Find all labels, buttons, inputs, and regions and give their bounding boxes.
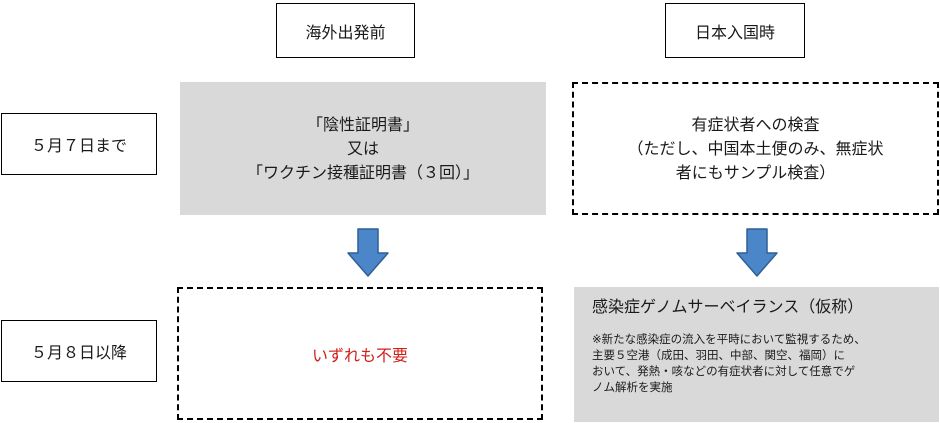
cell-text-line: 「ワクチン接種証明書（３回）」: [246, 162, 479, 182]
genome-surveillance-title: 感染症ゲノムサーベイランス（仮称）: [592, 297, 864, 316]
header-before-departure-label: 海外出発前: [305, 22, 386, 42]
cell-text-line: 「陰性証明書」: [306, 114, 419, 134]
note-line: おいて、発熱・咳などの有症状者に対して任意でゲ: [592, 364, 856, 378]
cell-departure-from-may-8: いずれも不要: [177, 287, 543, 420]
not-required-text: いずれも不要: [311, 345, 408, 365]
down-arrow-icon: [347, 228, 389, 277]
note-line: ノム解析を実施: [592, 380, 673, 394]
header-on-arrival: 日本入国時: [665, 3, 805, 58]
row-label-until-may-7: ５月７日まで: [1, 113, 157, 175]
cell-departure-until-may-7: 「陰性証明書」 又は 「ワクチン接種証明書（３回）」: [180, 82, 546, 215]
header-before-departure: 海外出発前: [276, 3, 415, 58]
header-on-arrival-label: 日本入国時: [694, 22, 775, 42]
cell-text-line: 又は: [346, 138, 379, 158]
down-arrow-icon: [736, 228, 778, 277]
row-label-from-may-8-text: ５月８日以降: [30, 343, 127, 362]
cell-text-line: 者にもサンプル検査）: [675, 162, 836, 182]
cell-arrival-until-may-7: 有症状者への検査 （ただし、中国本土便のみ、無症状 者にもサンプル検査）: [572, 82, 939, 215]
note-line: 主要５空港（成田、羽田、中部、関空、福岡）に: [592, 348, 845, 362]
cell-text-line: 有症状者への検査: [691, 114, 820, 134]
row-label-until-may-7-text: ５月７日まで: [30, 136, 127, 155]
note-line: ※新たな感染症の流入を平時において監視するため、: [592, 332, 866, 346]
row-label-from-may-8: ５月８日以降: [1, 320, 157, 382]
cell-arrival-from-may-8: 感染症ゲノムサーベイランス（仮称） ※新たな感染症の流入を平時において監視するた…: [574, 287, 939, 422]
genome-surveillance-note: ※新たな感染症の流入を平時において監視するため、 主要５空港（成田、羽田、中部、…: [592, 331, 929, 395]
cell-text-line: （ただし、中国本土便のみ、無症状: [627, 138, 884, 158]
